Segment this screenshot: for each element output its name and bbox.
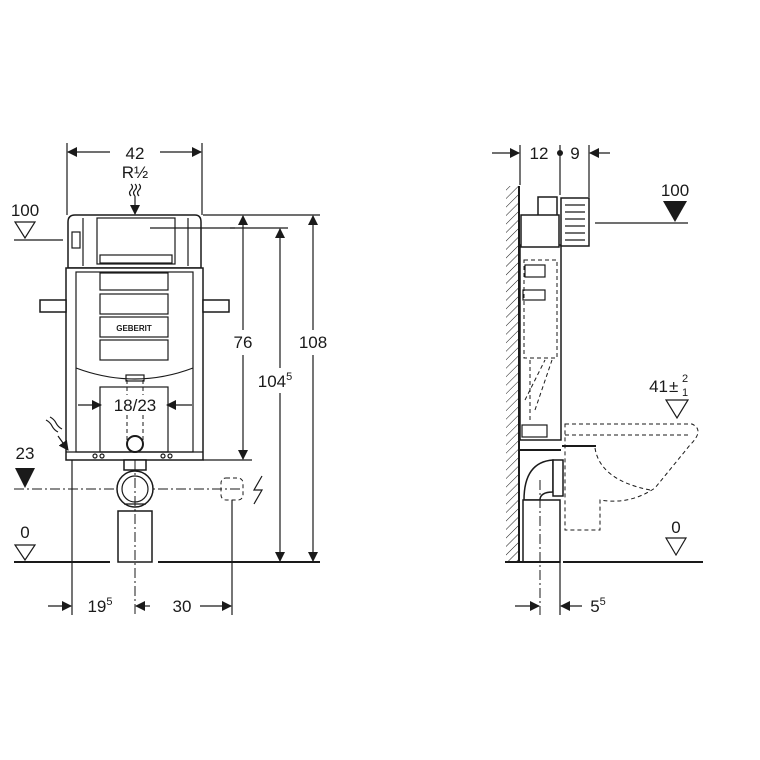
height-76-label: 76 (234, 333, 253, 352)
depth-12-label: 12 (530, 144, 549, 163)
offset-30-label: 30 (173, 597, 192, 616)
electricity-icon (252, 475, 264, 505)
drain-flow-icon (45, 416, 63, 433)
side-frame (519, 244, 562, 441)
right-bracket (202, 299, 230, 313)
side-level-100-label: 100 (661, 181, 689, 200)
cistern-top (67, 214, 202, 269)
level-0-label: 0 (20, 523, 29, 542)
width-dimension: 42 R½ (66, 143, 203, 234)
brand-logo: GEBERIT (116, 324, 152, 333)
seat-tolerance-plus: 2 (682, 373, 688, 385)
seat-tolerance-minus: 1 (682, 387, 688, 399)
offset-5-label: 55 (590, 596, 606, 616)
side-view: 12 9 100 41 ± 2 1 0 (492, 144, 703, 616)
flush-plate-housing (560, 197, 590, 247)
height-104-label: 1045 (258, 371, 293, 391)
toilet-bowl-outline (564, 423, 699, 531)
width-label: 42 (126, 144, 145, 163)
installation-frame (65, 267, 204, 461)
flush-width-dimension: 18/23 (78, 395, 192, 415)
front-view: 42 R½ 100 GEBERIT (11, 143, 327, 616)
level-23-label: 23 (16, 444, 35, 463)
depth-9-label: 9 (570, 144, 579, 163)
seat-tolerance-sign: ± (669, 377, 678, 396)
water-supply-icon (128, 183, 142, 197)
side-level-0-label: 0 (671, 518, 680, 537)
level-100-label: 100 (11, 201, 39, 220)
water-connection-label: R½ (122, 163, 148, 182)
level-marker-100: 100 (11, 201, 63, 241)
seat-height-label: 41 (649, 377, 668, 396)
flush-width-label: 18/23 (114, 396, 157, 415)
left-bracket (39, 299, 67, 313)
wall (506, 186, 519, 562)
height-108-label: 108 (299, 333, 327, 352)
offset-19-label: 195 (87, 596, 112, 616)
pipe-bend (523, 459, 554, 501)
